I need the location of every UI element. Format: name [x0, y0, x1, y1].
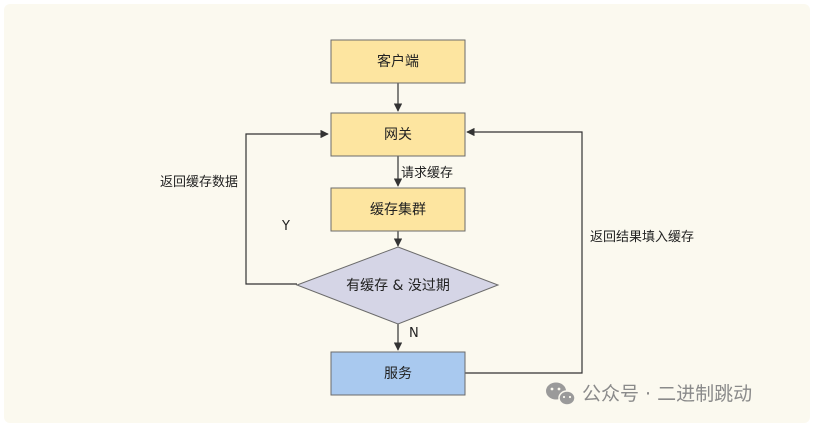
node-cache-cluster-label: 缓存集群 [370, 201, 426, 218]
node-service-label: 服务 [384, 366, 412, 382]
edge-label-request-cache: 请求缓存 [401, 166, 453, 181]
node-decision: 有缓存 & 没过期 [295, 246, 500, 325]
node-service: 服务 [330, 351, 466, 396]
edge-label-yes: Y [281, 219, 290, 234]
node-cache-cluster: 缓存集群 [330, 187, 466, 232]
node-decision-label: 有缓存 & 没过期 [346, 278, 450, 294]
edge-decision-to-gateway-yes [245, 129, 329, 285]
edge-service-to-gateway [465, 127, 583, 374]
node-client: 客户端 [330, 39, 466, 84]
watermark-text: 公众号 · 二进制跳动 [582, 383, 752, 405]
edge-label-return-fill-cache: 返回结果填入缓存 [590, 230, 694, 245]
node-gateway-label: 网关 [384, 127, 412, 143]
node-client-label: 客户端 [377, 53, 419, 70]
wechat-icon [546, 382, 576, 406]
edge-label-no: N [409, 326, 419, 341]
edges [245, 83, 583, 374]
node-gateway: 网关 [330, 112, 466, 157]
edge-label-return-cache-data: 返回缓存数据 [160, 175, 238, 190]
watermark: 公众号 · 二进制跳动 [546, 382, 752, 406]
